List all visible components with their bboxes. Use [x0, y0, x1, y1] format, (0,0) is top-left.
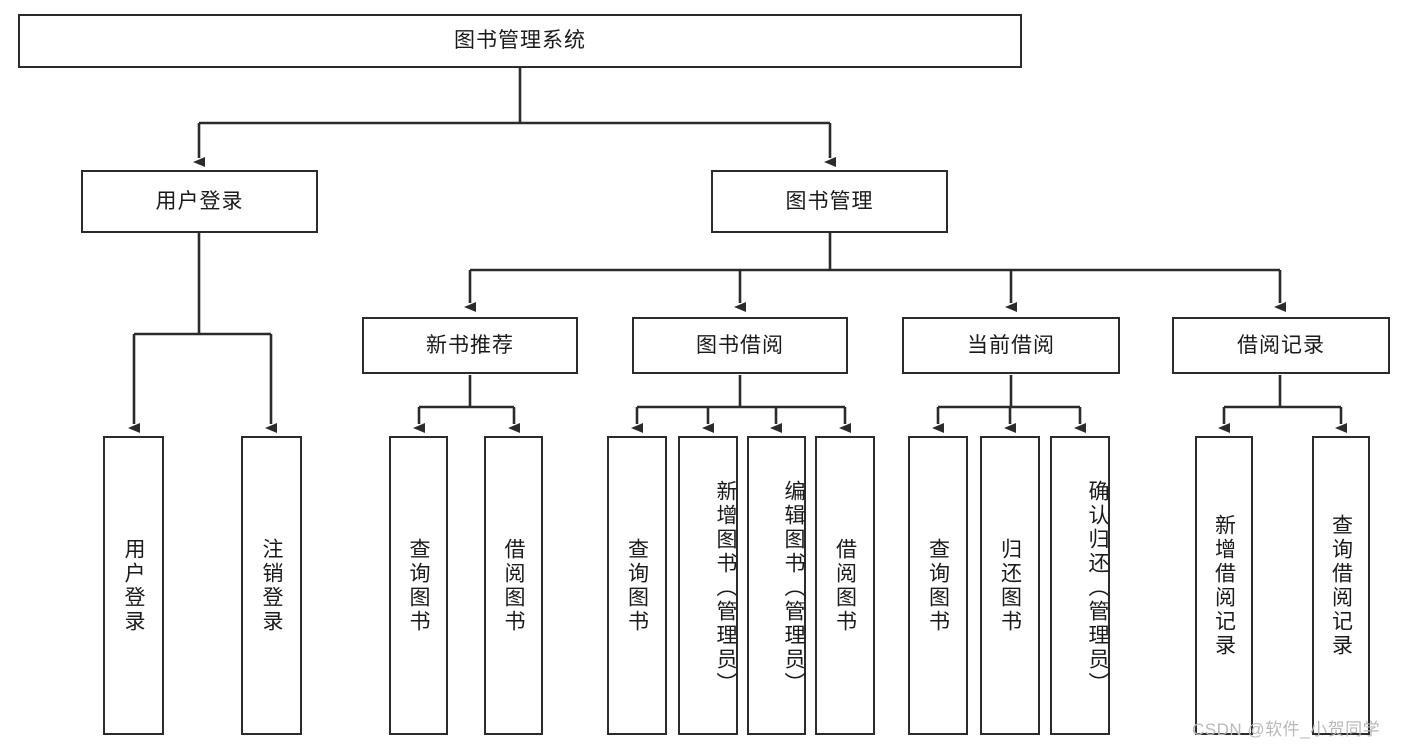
node-borrow-record[interactable]: 借阅记录 — [1172, 317, 1390, 374]
leaf-user-login[interactable]: 用户登录 — [103, 436, 164, 735]
leaf-query-borrow-record[interactable]: 查询借阅记录 — [1312, 436, 1370, 735]
node-root[interactable]: 图书管理系统 — [18, 14, 1022, 68]
node-current-borrow[interactable]: 当前借阅 — [902, 317, 1120, 374]
leaf-add-borrow-record[interactable]: 新增借阅记录 — [1195, 436, 1253, 735]
leaf-query-book-borrow[interactable]: 查询图书 — [607, 436, 667, 735]
node-user-login[interactable]: 用户登录 — [81, 170, 318, 233]
leaf-query-book-current[interactable]: 查询图书 — [908, 436, 968, 735]
leaf-add-book-admin[interactable]: 新增图书（管理员） — [678, 436, 738, 735]
leaf-query-book-recommend[interactable]: 查询图书 — [389, 436, 448, 735]
csdn-watermark: CSDN @软件_小贺同学 — [1192, 720, 1381, 739]
leaf-edit-book-admin[interactable]: 编辑图书（管理员） — [747, 436, 806, 735]
leaf-borrow-book-borrow[interactable]: 借阅图书 — [815, 436, 875, 735]
leaf-return-book[interactable]: 归还图书 — [980, 436, 1040, 735]
node-new-book-recommend[interactable]: 新书推荐 — [362, 317, 578, 374]
node-book-borrow[interactable]: 图书借阅 — [632, 317, 848, 374]
leaf-borrow-book-recommend[interactable]: 借阅图书 — [484, 436, 543, 735]
leaf-confirm-return-admin[interactable]: 确认归还（管理员） — [1050, 436, 1110, 735]
node-book-management[interactable]: 图书管理 — [711, 170, 948, 233]
leaf-user-logout[interactable]: 注销登录 — [241, 436, 302, 735]
